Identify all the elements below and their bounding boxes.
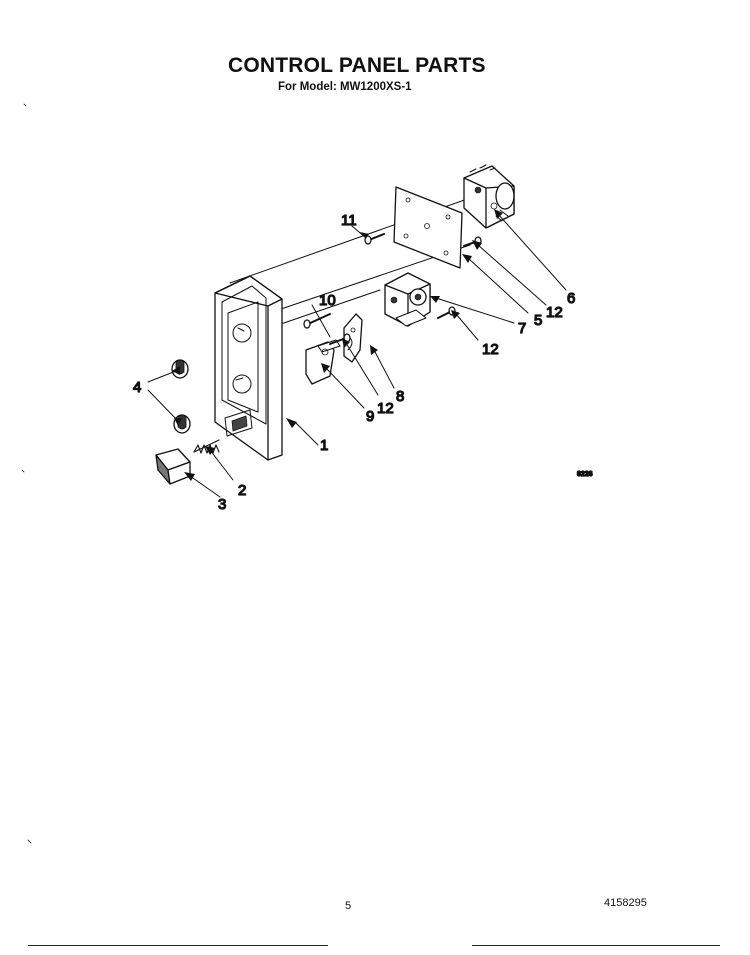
control-knob-lower xyxy=(173,414,191,434)
timer-mounting-plate xyxy=(393,186,463,269)
document-number: 4158295 xyxy=(604,897,647,909)
page-title: CONTROL PANEL PARTS xyxy=(228,54,486,77)
callout-11: 11 xyxy=(341,212,357,229)
timer-motor xyxy=(463,164,515,229)
callout-8: 8 xyxy=(396,388,404,405)
screw-10 xyxy=(303,313,331,329)
callout-2: 2 xyxy=(238,482,246,499)
callout-10: 10 xyxy=(319,292,336,309)
selector-switch xyxy=(384,272,431,327)
callout-12-upper: 12 xyxy=(546,304,563,321)
door-push-button xyxy=(155,448,191,485)
callout-9: 9 xyxy=(366,408,374,425)
page-number: 5 xyxy=(345,900,352,912)
leader-lines xyxy=(147,213,567,498)
model-subtitle: For Model: MW1200XS-1 xyxy=(278,81,412,93)
control-panel-housing xyxy=(214,275,283,461)
scan-marks xyxy=(21,103,32,844)
callout-12-lower: 12 xyxy=(377,400,394,417)
callout-4: 4 xyxy=(133,379,141,396)
figure-code: 8226 xyxy=(577,471,593,478)
leader-arrowheads xyxy=(172,209,503,481)
switch-bracket xyxy=(343,313,363,363)
callout-6: 6 xyxy=(567,290,575,307)
callout-5: 5 xyxy=(534,312,542,329)
callout-7: 7 xyxy=(518,320,526,337)
callout-1: 1 xyxy=(320,437,328,454)
door-release-spring xyxy=(193,439,220,454)
callout-12-middle: 12 xyxy=(482,341,499,358)
footer-rule-left xyxy=(28,945,328,946)
footer-rule-right xyxy=(472,945,720,946)
callout-3: 3 xyxy=(218,496,226,513)
